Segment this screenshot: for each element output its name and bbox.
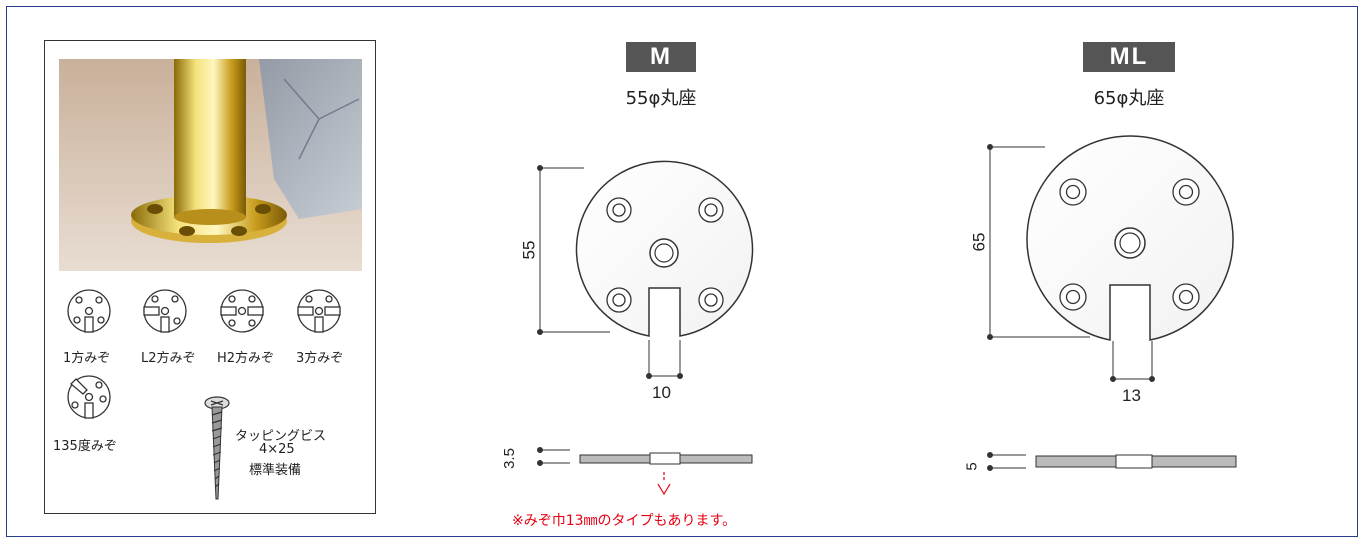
page-frame [6, 6, 1358, 537]
screw-label-line3: 標準装備 [249, 463, 302, 478]
model-m-slot-label: 10 [652, 383, 671, 402]
model-m-height-label: 55 [519, 240, 539, 260]
model-ml-subtitle: 65φ丸座 [1093, 88, 1165, 109]
model-m-drawing [537, 160, 754, 480]
groove-3-label: 3方みぞ [296, 351, 344, 366]
model-ml-thickness-label: 5 [963, 462, 981, 471]
model-ml-badge: ML [1083, 42, 1175, 72]
screw-icon [204, 396, 230, 500]
screw-label-line1: タッピングビス [235, 429, 327, 444]
model-ml-slot-label: 13 [1122, 386, 1141, 405]
model-ml-height-label: 65 [969, 232, 989, 252]
groove-1-label: 1方みぞ [63, 351, 111, 366]
groove-icons-row [67, 289, 341, 333]
groove-l2-icon [143, 289, 187, 333]
groove-135-icon [67, 375, 111, 419]
groove-1-icon [67, 289, 111, 333]
model-m-thickness-label: 3.5 [500, 448, 518, 469]
groove-h2-label: H2方みぞ [217, 351, 275, 366]
groove-l2-label: L2方みぞ [141, 351, 196, 366]
model-m-subtitle: 55φ丸座 [625, 88, 697, 109]
groove-width-note: ※みぞ巾13㎜のタイプもあります。 [512, 513, 737, 529]
groove-3-icon [297, 289, 341, 333]
product-photo [59, 59, 362, 271]
model-ml-drawing [987, 135, 1237, 471]
product-panel: 1方みぞ L2方みぞ H2方みぞ 3方みぞ 135度みぞ タッピングビス 4×2… [44, 40, 376, 514]
groove-135-label: 135度みぞ [53, 439, 117, 454]
screw-label-line2: 4×25 [259, 442, 295, 457]
arrow-down-icon [657, 483, 671, 496]
groove-h2-icon [220, 289, 264, 333]
model-m-badge: M [626, 42, 696, 72]
